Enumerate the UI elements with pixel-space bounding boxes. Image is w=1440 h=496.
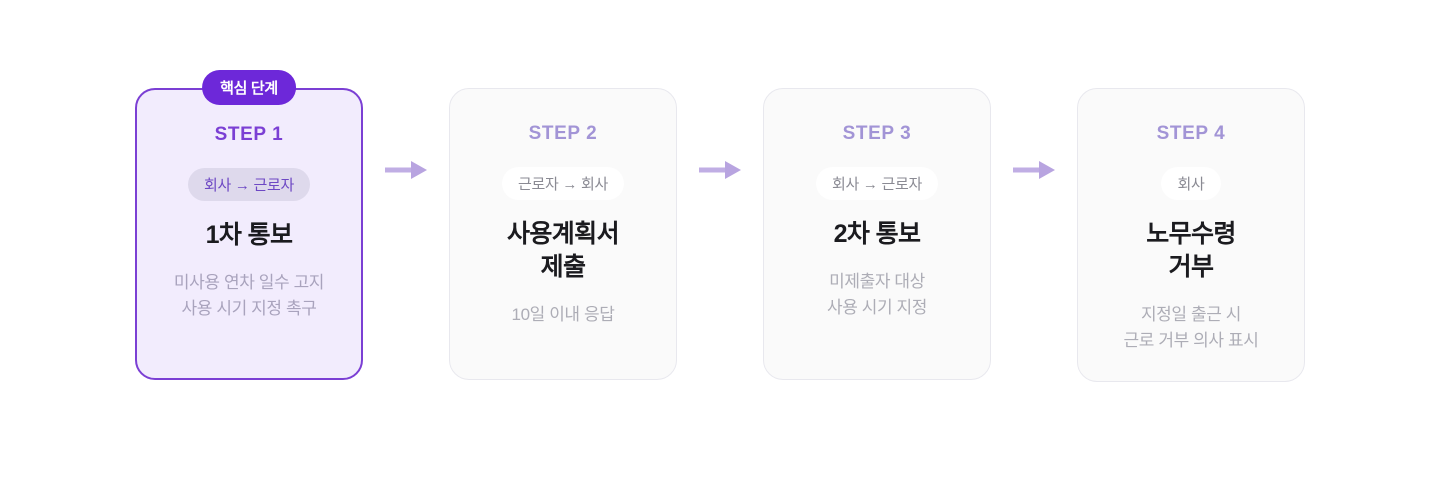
key-step-badge: 핵심 단계 — [202, 70, 296, 105]
step-wrapper-1: 핵심 단계 STEP 1 회사 → 근로자 1차 통보 미사용 연차 일수 고지… — [135, 70, 363, 380]
step-card-3[interactable]: STEP 3 회사 → 근로자 2차 통보 미제출자 대상 사용 시기 지정 — [763, 88, 991, 380]
step-direction-chip-3: 회사 → 근로자 — [816, 167, 938, 200]
step-label-1: STEP 1 — [214, 124, 284, 145]
connector-1-to-2 — [363, 88, 449, 380]
step-title-3: 2차 통보 — [833, 220, 921, 248]
connector-2-to-3 — [677, 88, 763, 380]
step-description-4: 지정일 출근 시 근로 거부 의사 표시 — [1123, 305, 1259, 350]
step-label-2: STEP 2 — [528, 123, 598, 144]
arrow-right-icon — [697, 158, 743, 182]
step-card-1[interactable]: 핵심 단계 STEP 1 회사 → 근로자 1차 통보 미사용 연차 일수 고지… — [135, 70, 363, 380]
step-wrapper-2: STEP 2 근로자 → 회사 사용계획서 제출 10일 이내 응답 — [449, 88, 677, 380]
step-title-1: 1차 통보 — [205, 221, 293, 249]
step-title-2: 사용계획서 제출 — [506, 220, 620, 281]
connector-3-to-4 — [991, 88, 1077, 380]
step-wrapper-4: STEP 4 회사 노무수령 거부 지정일 출근 시 근로 거부 의사 표시 — [1077, 88, 1305, 382]
arrow-right-icon — [383, 158, 429, 182]
step-direction-chip-2: 근로자 → 회사 — [502, 167, 624, 200]
step-title-4: 노무수령 거부 — [1146, 220, 1236, 281]
arrow-right-icon — [1011, 158, 1057, 182]
step-direction-chip-1: 회사 → 근로자 — [188, 168, 310, 201]
step-wrapper-3: STEP 3 회사 → 근로자 2차 통보 미제출자 대상 사용 시기 지정 — [763, 88, 991, 380]
step-description-3: 미제출자 대상 사용 시기 지정 — [826, 272, 928, 317]
step-label-3: STEP 3 — [842, 123, 912, 144]
step-direction-chip-4: 회사 — [1161, 167, 1221, 200]
step-label-4: STEP 4 — [1156, 123, 1226, 144]
step-description-2: 10일 이내 응답 — [511, 305, 615, 324]
step-description-1: 미사용 연차 일수 고지 사용 시기 지정 촉구 — [173, 273, 325, 318]
step-card-2[interactable]: STEP 2 근로자 → 회사 사용계획서 제출 10일 이내 응답 — [449, 88, 677, 380]
step-card-4[interactable]: STEP 4 회사 노무수령 거부 지정일 출근 시 근로 거부 의사 표시 — [1077, 88, 1305, 382]
